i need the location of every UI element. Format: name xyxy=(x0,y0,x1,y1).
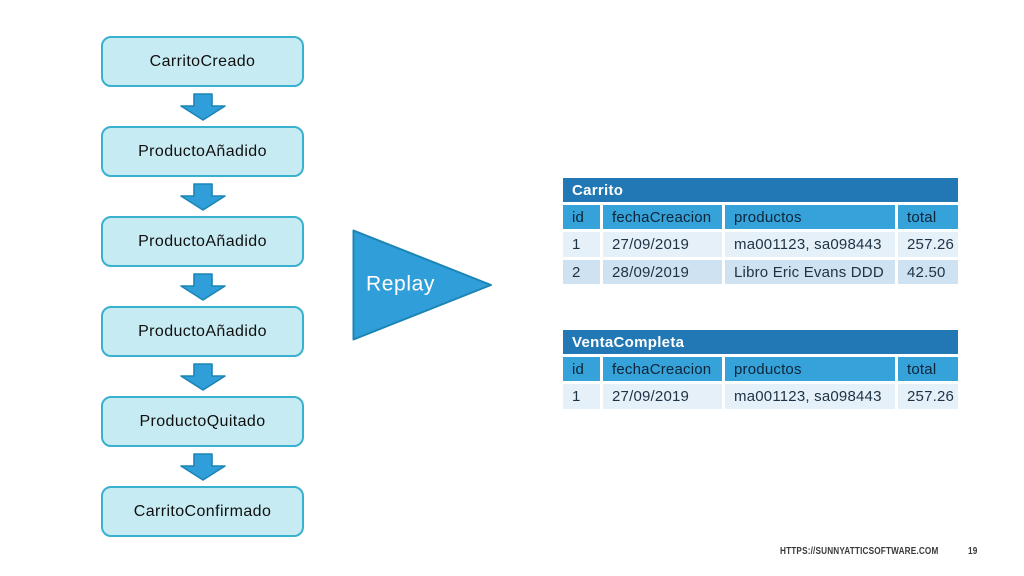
event-box-carrito-confirmado: CarritoConfirmado xyxy=(101,486,304,537)
table-title: VentaCompleta xyxy=(563,330,958,354)
event-box-producto-anadido-3: ProductoAñadido xyxy=(101,306,304,357)
event-box-label: CarritoConfirmado xyxy=(133,502,272,520)
column-header-productos: productos xyxy=(725,205,895,229)
down-arrow-icon xyxy=(179,182,226,211)
down-arrow-icon xyxy=(179,452,226,481)
event-box-carrito-creado: CarritoCreado xyxy=(101,36,304,87)
table-grid: id fechaCreacion productos total 1 27/09… xyxy=(563,357,958,409)
table-cell: 27/09/2019 xyxy=(603,232,722,257)
replay-arrow: Replay xyxy=(352,229,493,341)
replay-label: Replay xyxy=(366,272,435,296)
table-cell: 257.26 xyxy=(898,232,958,257)
column-header-id: id xyxy=(563,357,600,381)
down-arrow-icon xyxy=(179,272,226,301)
footer: HTTPS://SUNNYATTICSOFTWARE.COM 19 xyxy=(780,546,977,557)
table-ventacompleta: VentaCompleta id fechaCreacion productos… xyxy=(563,330,958,409)
table-title: Carrito xyxy=(563,178,958,202)
table-cell: 1 xyxy=(563,384,600,409)
column-header-fechacreacion: fechaCreacion xyxy=(603,357,722,381)
replay-triangle-icon xyxy=(352,229,492,341)
column-header-productos: productos xyxy=(725,357,895,381)
arrow-slot xyxy=(179,177,226,216)
table-cell: ma001123, sa098443 xyxy=(725,232,895,257)
table-carrito: Carrito id fechaCreacion productos total… xyxy=(563,178,958,284)
event-box-label: CarritoCreado xyxy=(149,52,256,70)
footer-url: HTTPS://SUNNYATTICSOFTWARE.COM xyxy=(780,546,939,557)
event-box-producto-anadido-1: ProductoAñadido xyxy=(101,126,304,177)
column-header-total: total xyxy=(898,357,958,381)
column-header-id: id xyxy=(563,205,600,229)
arrow-slot xyxy=(179,357,226,396)
event-box-producto-quitado: ProductoQuitado xyxy=(101,396,304,447)
table-cell: 27/09/2019 xyxy=(603,384,722,409)
event-box-producto-anadido-2: ProductoAñadido xyxy=(101,216,304,267)
arrow-slot xyxy=(179,447,226,486)
down-arrow-icon xyxy=(179,362,226,391)
column-header-total: total xyxy=(898,205,958,229)
event-flow: CarritoCreado ProductoAñadido ProductoAñ… xyxy=(101,36,304,537)
table-cell: ma001123, sa098443 xyxy=(725,384,895,409)
column-header-fechacreacion: fechaCreacion xyxy=(603,205,722,229)
table-cell: 2 xyxy=(563,260,600,284)
table-cell: 28/09/2019 xyxy=(603,260,722,284)
table-cell: 1 xyxy=(563,232,600,257)
event-box-label: ProductoAñadido xyxy=(138,232,267,250)
table-cell: 42.50 xyxy=(898,260,958,284)
table-grid: id fechaCreacion productos total 1 27/09… xyxy=(563,205,958,284)
event-box-label: ProductoQuitado xyxy=(139,412,266,430)
table-cell: Libro Eric Evans DDD xyxy=(725,260,895,284)
event-box-label: ProductoAñadido xyxy=(138,322,267,340)
table-cell: 257.26 xyxy=(898,384,958,409)
arrow-slot xyxy=(179,267,226,306)
event-box-label: ProductoAñadido xyxy=(138,142,267,160)
down-arrow-icon xyxy=(179,92,226,121)
page-number: 19 xyxy=(967,546,978,557)
arrow-slot xyxy=(179,87,226,126)
